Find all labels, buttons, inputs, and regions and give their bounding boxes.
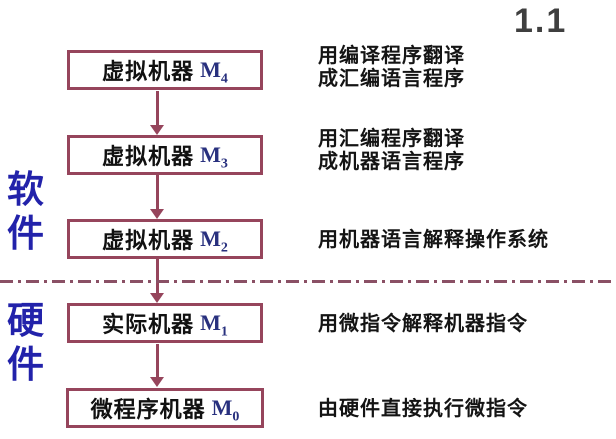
- arrow-head: [150, 377, 164, 387]
- arrow-shaft: [156, 259, 159, 295]
- arrow-head: [150, 125, 164, 135]
- machine-subscript: 3: [220, 156, 228, 172]
- level-description-m0: 由硬件直接执行微指令: [318, 398, 528, 421]
- description-line: 由硬件直接执行微指令: [318, 398, 528, 420]
- level-description-m4: 用编译程序翻译 成汇编语言程序: [318, 45, 465, 91]
- machine-name: M4: [200, 57, 228, 87]
- arrow-head: [150, 209, 164, 219]
- arrow-shaft: [156, 344, 159, 379]
- level-box-label: 虚拟机器: [102, 59, 195, 84]
- description-line: 用微指令解释机器指令: [318, 313, 528, 335]
- machine-subscript: 1: [220, 324, 228, 340]
- side-label-hardware: 硬件: [7, 300, 44, 385]
- arrow-head: [150, 293, 164, 303]
- section-number: 1.1: [514, 2, 568, 40]
- level-description-m3: 用汇编程序翻译 成机器语言程序: [318, 128, 465, 174]
- arrow-shaft: [156, 91, 159, 127]
- description-line: 成汇编语言程序: [318, 68, 465, 90]
- down-arrow-icon: [150, 259, 164, 303]
- down-arrow-icon: [150, 175, 164, 219]
- description-line: 成机器语言程序: [318, 151, 465, 173]
- machine-name: M1: [200, 310, 228, 340]
- machine-name: M2: [200, 226, 228, 256]
- description-line: 用汇编程序翻译: [318, 128, 465, 150]
- level-description-m2: 用机器语言解释操作系统: [318, 229, 549, 252]
- down-arrow-icon: [150, 344, 164, 387]
- machine-subscript: 2: [220, 240, 228, 256]
- side-label-software: 软件: [7, 169, 44, 254]
- machine-name: M0: [211, 395, 240, 425]
- description-line: 用机器语言解释操作系统: [318, 229, 549, 251]
- down-arrow-icon: [150, 91, 164, 135]
- arrow-shaft: [156, 175, 159, 211]
- machine-subscript: 0: [232, 409, 240, 425]
- level-box-label: 微程序机器: [90, 397, 206, 422]
- machine-name: M3: [200, 142, 228, 172]
- level-description-m1: 用微指令解释机器指令: [318, 313, 528, 336]
- level-box-label: 虚拟机器: [102, 144, 195, 169]
- machine-subscript: 4: [220, 71, 228, 87]
- level-box-label: 实际机器: [102, 312, 195, 337]
- level-box-label: 虚拟机器: [102, 228, 195, 253]
- description-line: 用编译程序翻译: [318, 45, 465, 67]
- software-hardware-divider: [0, 280, 616, 283]
